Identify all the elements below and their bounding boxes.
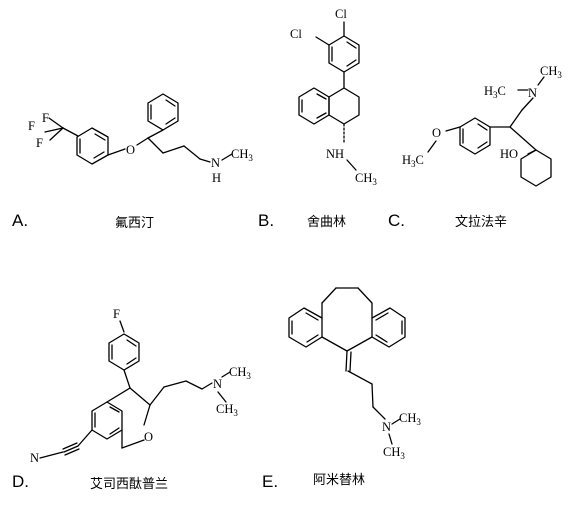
atom-cl: Cl [335, 7, 347, 21]
molecule-a-fluoxetine: F F F O N H CH3 [28, 93, 253, 185]
atom-ch3: CH3 [399, 411, 421, 427]
atom-f: F [42, 111, 49, 125]
atom-f: F [113, 307, 120, 321]
atom-n: N [211, 156, 220, 170]
atom-ch3: CH3 [383, 445, 405, 461]
atom-cl: Cl [290, 27, 302, 41]
atom-o: O [144, 430, 153, 444]
option-letter-a: A. [12, 211, 28, 230]
atom-ch3: CH3 [216, 402, 238, 418]
atom-o: O [432, 126, 441, 140]
molecule-e-amitriptyline: N CH3 CH3 [288, 287, 421, 461]
atom-ch3: CH3 [229, 365, 251, 381]
molecule-b-sertraline: Cl Cl NH CH3 [290, 7, 377, 187]
atom-ch3: CH3 [540, 64, 562, 80]
option-name-a: 氟西汀 [115, 216, 154, 231]
option-name-b: 舍曲林 [307, 215, 346, 230]
molecule-c-venlafaxine: O H3C N H3C CH3 HO [402, 64, 562, 187]
atom-n: N [382, 420, 391, 434]
atom-n: N [30, 451, 39, 465]
option-letter-b: B. [258, 211, 274, 230]
atom-f: F [28, 119, 35, 133]
option-letter-d: D. [12, 472, 29, 491]
option-letter-c: C. [388, 211, 405, 230]
atom-nh: NH [326, 147, 344, 161]
atom-n: N [213, 377, 222, 391]
atom-f: F [36, 136, 43, 150]
atom-ho: HO [500, 147, 518, 161]
option-name-c: 文拉法辛 [455, 215, 507, 230]
atom-ch3: CH3 [231, 147, 253, 163]
atom-n: N [528, 86, 537, 100]
atom-ch3: CH3 [355, 171, 377, 187]
option-name-e: 阿米替林 [313, 473, 365, 488]
option-letter-e: E. [262, 472, 278, 491]
option-name-d: 艾司西酞普兰 [90, 477, 168, 492]
atom-o: O [126, 143, 135, 157]
molecule-d-escitalopram: F N CH3 CH3 O N [30, 307, 251, 465]
atom-h3c: H3C [402, 153, 424, 169]
atom-h: H [212, 171, 221, 185]
atom-h3c: H3C [484, 84, 506, 100]
